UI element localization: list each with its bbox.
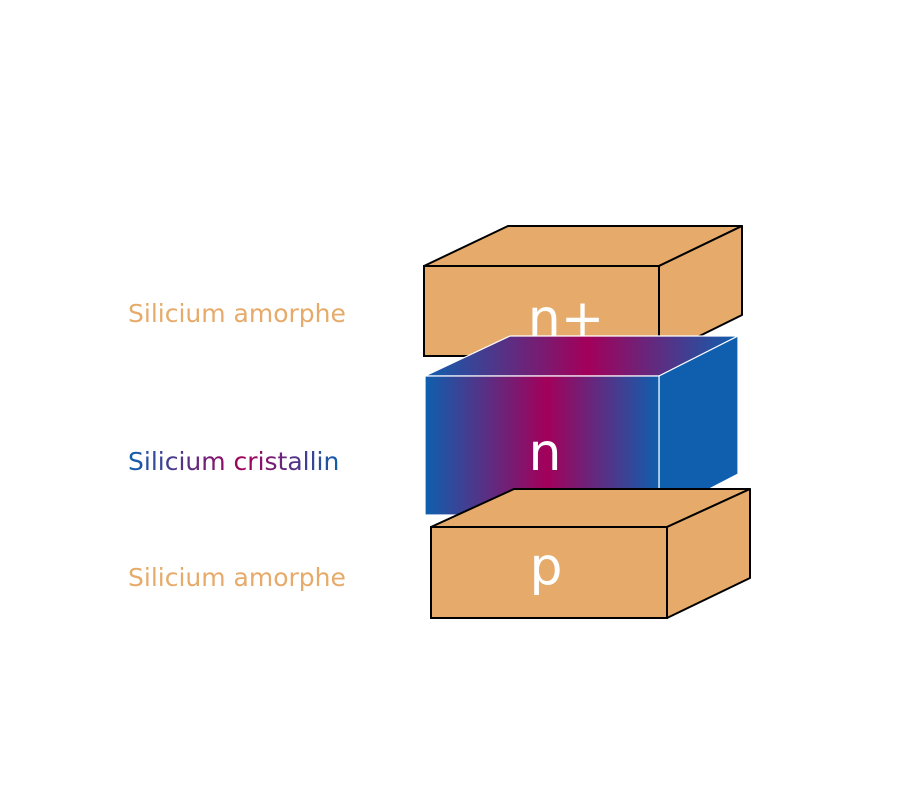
layer-middle-face-label: n	[529, 423, 562, 483]
layer-bottom-front-face	[430, 526, 668, 619]
layer-bottom-face-label: p	[529, 537, 562, 597]
layer-middle-n: n	[424, 335, 739, 516]
layer-bottom-p: p	[430, 488, 751, 619]
layer-middle-side-label: Silicium cristallin	[128, 447, 339, 476]
layer-bottom-side-label: Silicium amorphe	[128, 563, 346, 592]
layer-top-side-label: Silicium amorphe	[128, 299, 346, 328]
